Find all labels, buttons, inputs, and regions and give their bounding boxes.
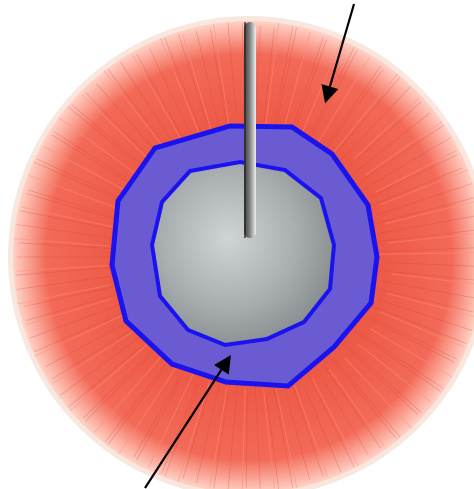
inner-core	[152, 162, 334, 345]
shaft-edge	[244, 22, 246, 238]
